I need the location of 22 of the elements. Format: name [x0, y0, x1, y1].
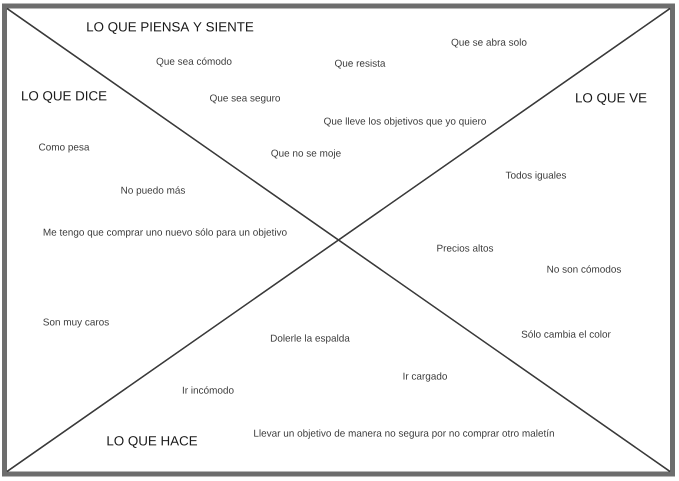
section-heading: LO QUE PIENSA Y SIENTE: [87, 22, 254, 34]
note-text: Que se abra solo: [452, 38, 526, 48]
section-heading: LO QUE HACE: [107, 436, 198, 448]
note-text: Como pesa: [39, 143, 90, 152]
section-heading: LO QUE DICE: [22, 91, 106, 103]
note-text: Sólo cambia el color: [522, 330, 611, 338]
note-text: No puedo más: [121, 186, 186, 196]
note-text: Dolerle la espalda: [270, 334, 350, 344]
note-text: Son muy caros: [43, 318, 109, 328]
note-text: Que resista: [335, 59, 386, 69]
note-text: Que sea seguro: [210, 94, 280, 104]
note-text: Llevar un objetivo de manera no segura por no comprar otro maletín: [254, 429, 554, 439]
note-text: Que sea cómodo: [156, 57, 232, 67]
section-heading: LO QUE VE: [576, 93, 646, 105]
note-text: Me tengo que comprar uno nuevo sólo para un objetivo: [44, 228, 287, 238]
note-text: Que lleve los objetivos que yo quiero: [324, 117, 486, 127]
note-text: Que no se moje: [271, 149, 341, 159]
note-text: No son cómodos: [547, 265, 621, 273]
note-text: Ir incómodo: [182, 386, 234, 394]
note-text: Ir cargado: [404, 372, 447, 382]
note-text: Precios altos: [437, 244, 494, 252]
note-text: Todos iguales: [506, 171, 566, 181]
